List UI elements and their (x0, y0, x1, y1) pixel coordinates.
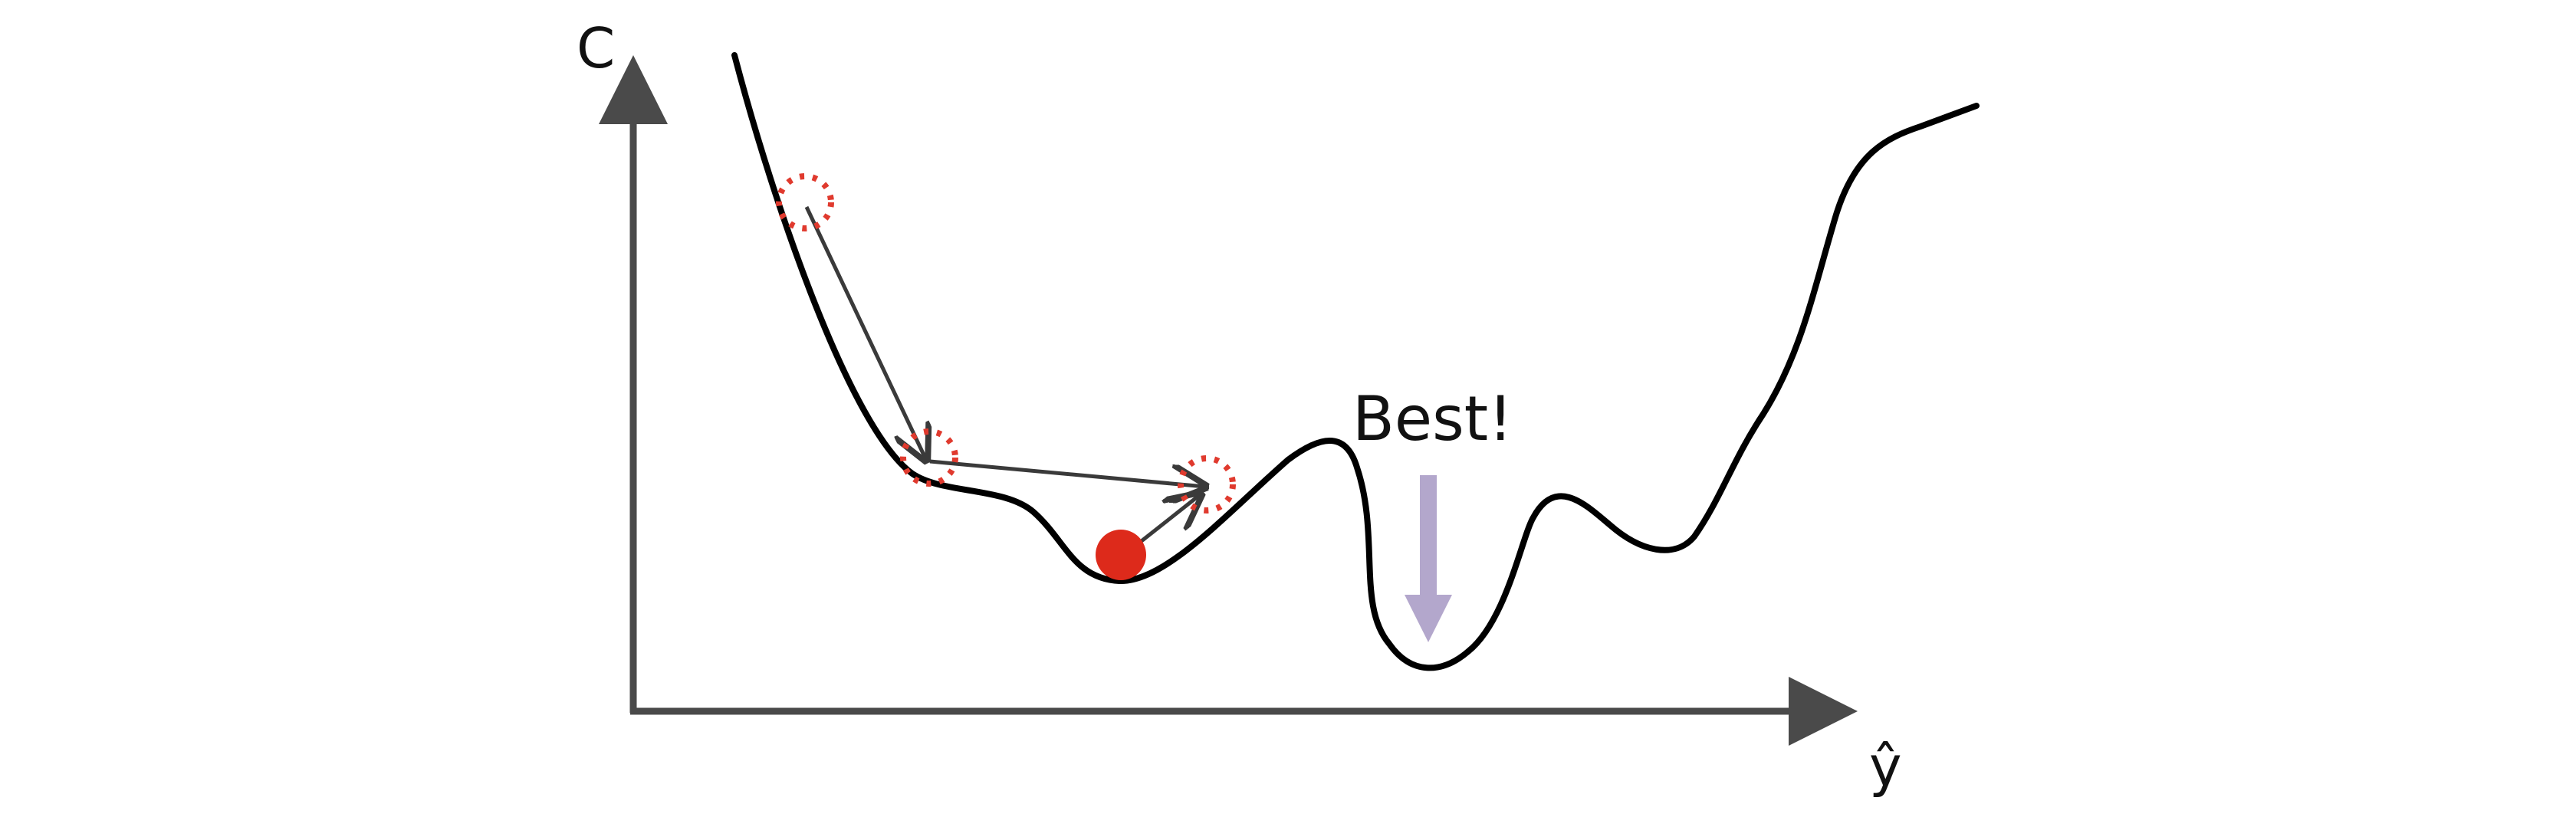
best-label: Best! (1352, 383, 1513, 454)
cost-curve (731, 52, 1980, 671)
best-arrow-icon (1405, 475, 1452, 642)
step-arrow-2 (929, 459, 1205, 487)
y-axis-label: C (577, 16, 615, 80)
ball-icon (1096, 530, 1146, 580)
previous-position-icon (1178, 455, 1236, 513)
previous-position-icon (776, 173, 834, 231)
step-arrow-1 (804, 205, 926, 460)
x-axis-label: ŷ (1869, 734, 1902, 799)
previous-position-icon (900, 428, 958, 487)
